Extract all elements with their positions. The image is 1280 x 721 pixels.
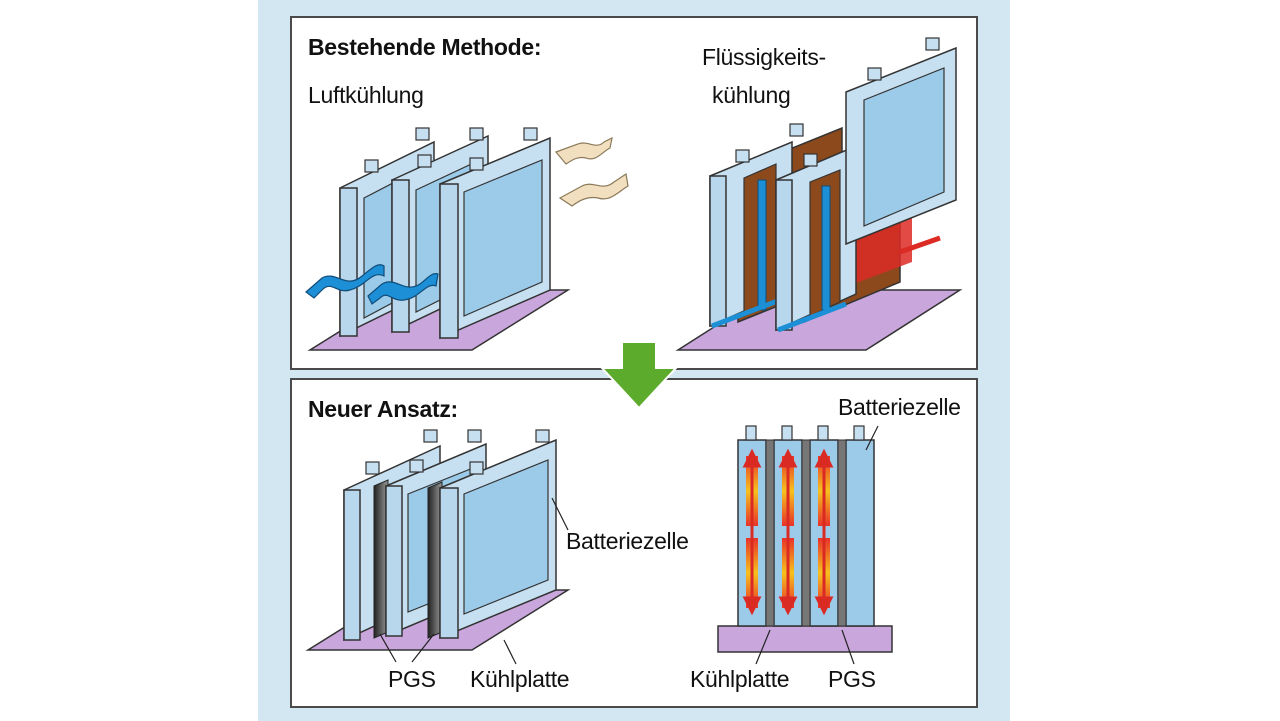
existing-method-heading: Bestehende Methode:	[308, 34, 542, 60]
warm-air-flow	[554, 136, 613, 165]
battery-cell	[439, 127, 551, 340]
cool-air-flow	[305, 264, 385, 299]
battery-cell	[439, 429, 557, 640]
cooling-plate-side	[717, 625, 893, 653]
new-approach-perspective	[305, 429, 571, 665]
side-battery-cell-label: Batteriezelle	[838, 394, 961, 420]
warm-air-flow	[558, 172, 629, 207]
new-approach-side-view	[717, 425, 893, 665]
air-cooling-illustration	[305, 127, 629, 351]
transition-arrow	[599, 341, 679, 410]
side-pgs-label: PGS	[828, 666, 876, 692]
liquid-cooling-label-line2: kühlung	[712, 82, 791, 108]
cooling-plate-label: Kühlplatte	[470, 666, 570, 692]
air-cooling-label: Luftkühlung	[308, 82, 424, 108]
pgs-label: PGS	[388, 666, 436, 692]
liquid-cooling-label-line1: Flüssigkeits-	[702, 44, 826, 70]
liquid-cooling-illustration	[675, 37, 963, 351]
side-cooling-plate-label: Kühlplatte	[690, 666, 790, 692]
battery-cell	[845, 37, 957, 246]
new-approach-heading: Neuer Ansatz:	[308, 396, 458, 422]
cool-air-flow	[367, 273, 439, 305]
battery-cell-label: Batteriezelle	[566, 528, 689, 554]
